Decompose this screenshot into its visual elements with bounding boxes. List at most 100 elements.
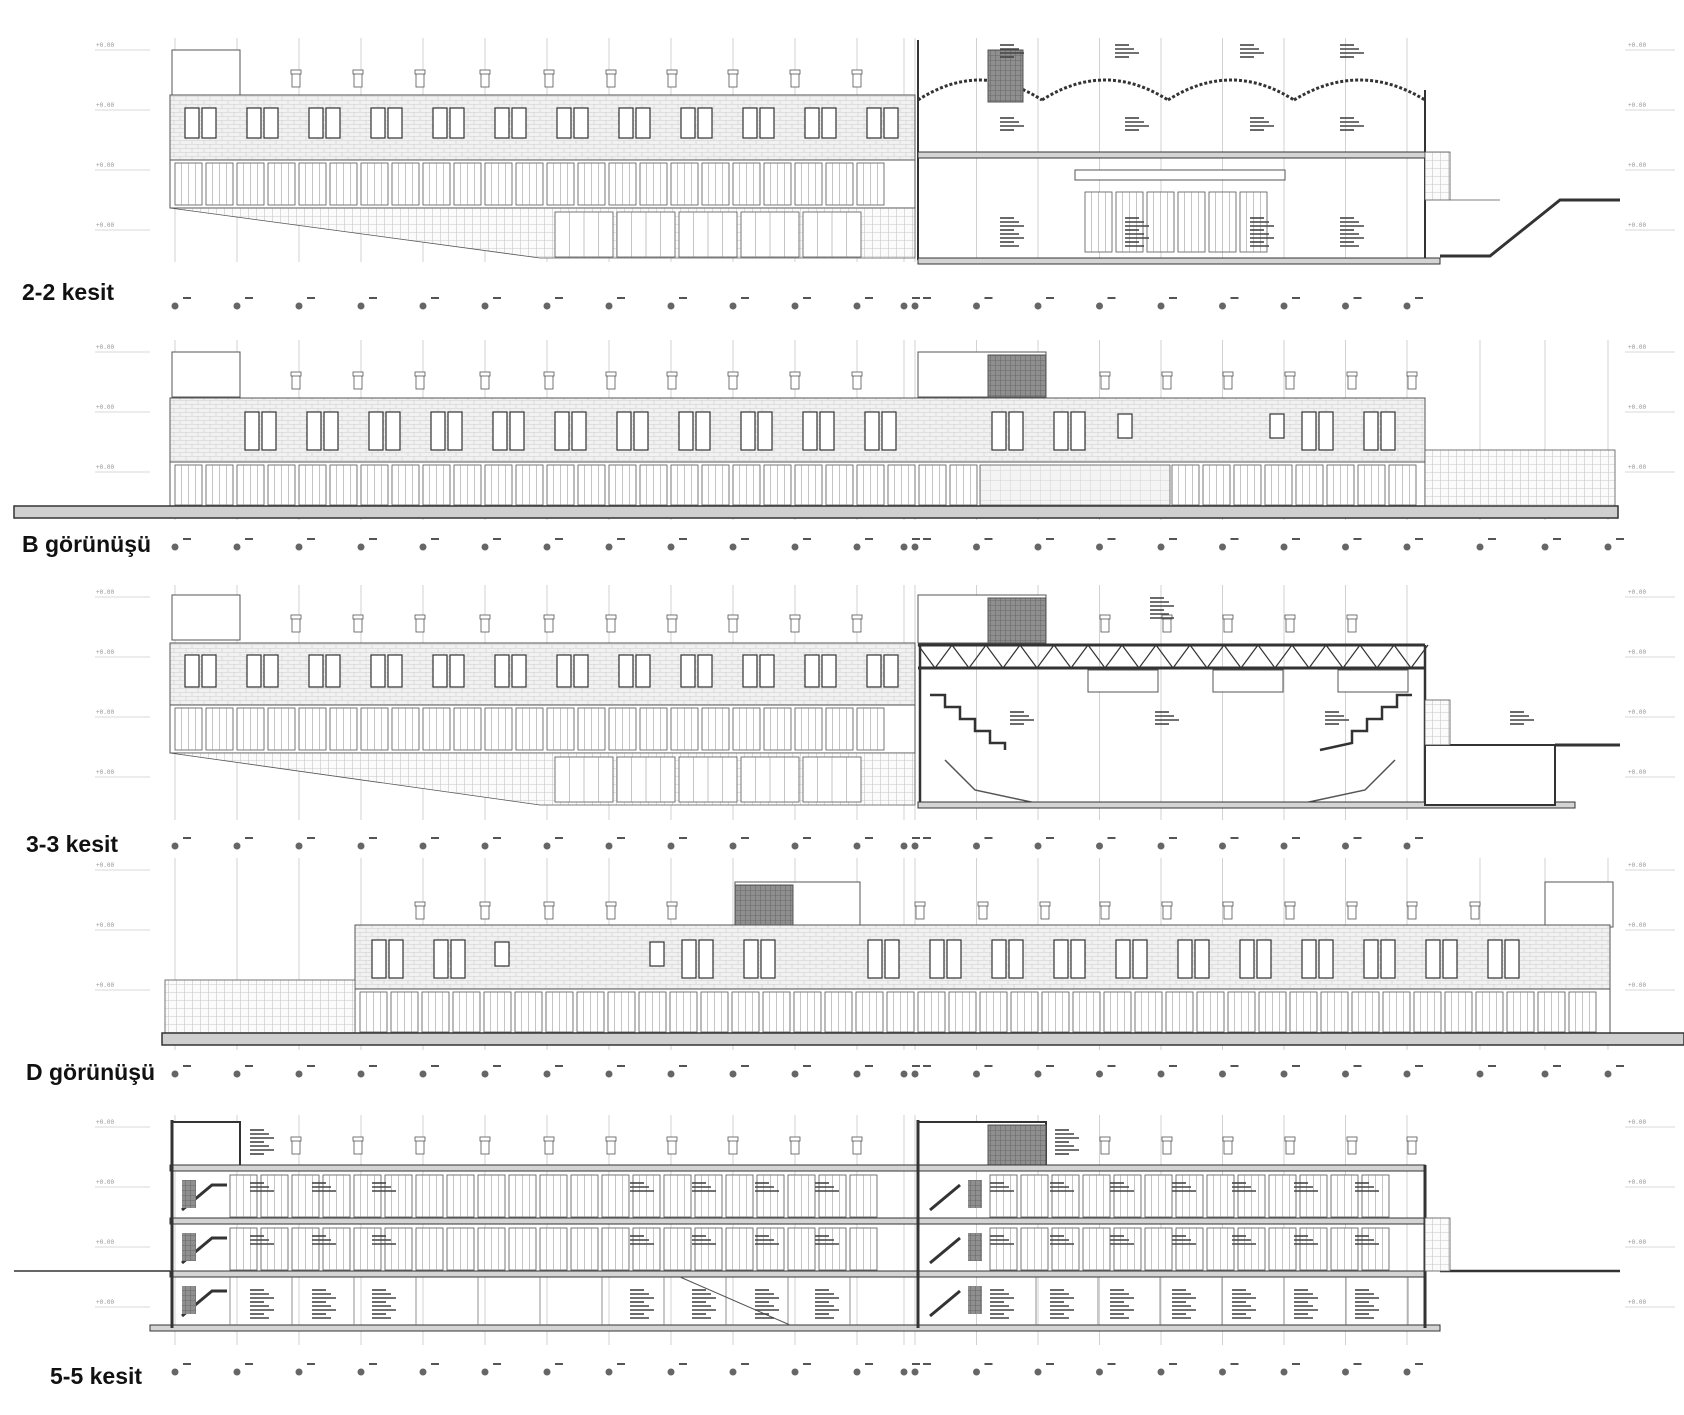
- upper-window: [866, 107, 882, 139]
- ground-slab: [917, 801, 1576, 809]
- roof-vent-cap: [479, 614, 491, 620]
- roof-vent: [728, 374, 738, 390]
- upper-window: [1487, 939, 1503, 979]
- level-mark-right: +0.00: [1628, 589, 1646, 596]
- upper-window: [554, 411, 570, 451]
- truss-web: [1002, 644, 1021, 669]
- grid-axis-bubble: [853, 543, 861, 551]
- upper-window: [370, 107, 386, 139]
- upper-window: [681, 939, 697, 979]
- grid-axis-bubble: [233, 302, 241, 310]
- roof-vent: [544, 617, 554, 633]
- truss-web: [1342, 644, 1361, 669]
- annex-room: [1424, 744, 1556, 806]
- roof-vent: [606, 617, 616, 633]
- stair-landing: [968, 1286, 982, 1314]
- roof-vent: [291, 1139, 301, 1155]
- floor-slab: [169, 1164, 1426, 1172]
- grid-axis-bubble: [1476, 543, 1484, 551]
- grid-axis-bubble: [295, 842, 303, 850]
- stair-flight: [929, 1236, 961, 1265]
- upper-window: [697, 654, 713, 688]
- roof-vent-cap: [605, 614, 617, 620]
- level-mark-left: +0.00: [96, 709, 114, 716]
- level-mark-right: +0.00: [1628, 1179, 1646, 1186]
- roof-vent: [415, 617, 425, 633]
- upper-window: [184, 107, 200, 139]
- grid-axis-bubble: [233, 842, 241, 850]
- roof-vent: [544, 72, 554, 88]
- truss-web: [1223, 644, 1242, 669]
- roof-vault: [1041, 78, 1169, 102]
- roof-vent-cap: [543, 1136, 555, 1142]
- grid-axis-bubble: [1403, 543, 1411, 551]
- terrace-rail: [1424, 1217, 1451, 1272]
- roof-vent-cap: [1161, 614, 1173, 620]
- upper-window: [1425, 939, 1441, 979]
- roof-vent-cap: [1406, 901, 1418, 907]
- roof-vent-cap: [414, 901, 426, 907]
- roof-vent: [852, 617, 862, 633]
- upper-window: [308, 107, 324, 139]
- roof-vent: [606, 72, 616, 88]
- upper-window: [494, 107, 510, 139]
- grid-axis-bubble: [900, 302, 908, 310]
- roof-vent: [353, 1139, 363, 1155]
- roof-vent: [606, 374, 616, 390]
- small-window: [649, 941, 665, 967]
- roof-vent-cap: [1346, 1136, 1358, 1142]
- level-mark-right: +0.00: [1628, 649, 1646, 656]
- level-mark-right: +0.00: [1628, 162, 1646, 169]
- upper-window: [759, 654, 775, 688]
- floor-slab: [169, 1217, 1426, 1225]
- roof-vent-cap: [727, 69, 739, 75]
- upper-window: [511, 654, 527, 688]
- truss-web: [1019, 644, 1038, 669]
- truss-web: [985, 644, 1004, 669]
- grid-axis-bubble: [1219, 302, 1226, 310]
- grid-axis-bubble: [605, 302, 613, 310]
- stair-tower: [171, 1121, 241, 1168]
- grid-axis-bubble: [1280, 842, 1288, 850]
- upper-window: [819, 411, 835, 451]
- stair-flight: [929, 1289, 961, 1318]
- grid-axis-bubble: [791, 1070, 799, 1078]
- upper-window: [306, 411, 322, 451]
- roof-vent-cap: [1346, 371, 1358, 377]
- upper-window: [742, 107, 758, 139]
- roof-vent: [1407, 1139, 1417, 1155]
- upper-window: [492, 411, 508, 451]
- level-mark-right: +0.00: [1628, 222, 1646, 229]
- roof-vent-cap: [666, 1136, 678, 1142]
- roof-vent: [1285, 904, 1295, 920]
- grid-axis-bubble: [667, 842, 675, 850]
- level-mark-left: +0.00: [96, 1179, 114, 1186]
- grid-axis-bubble: [729, 1368, 737, 1376]
- roof-vent: [852, 1139, 862, 1155]
- roof-vent: [480, 72, 490, 88]
- roof-vent: [1407, 374, 1417, 390]
- truss-web: [1206, 644, 1225, 669]
- skylight-panel: [734, 884, 794, 928]
- roof-vent: [1100, 904, 1110, 920]
- upper-window: [1177, 939, 1193, 979]
- level-mark-right: +0.00: [1628, 102, 1646, 109]
- level-mark-right: +0.00: [1628, 42, 1646, 49]
- roof-vent-cap: [1099, 614, 1111, 620]
- grid-axis-bubble: [171, 1368, 179, 1376]
- roof-vent: [1347, 374, 1357, 390]
- roof-vent: [1162, 374, 1172, 390]
- upper-window: [742, 654, 758, 688]
- roof-vent: [1470, 904, 1480, 920]
- level-mark-right: +0.00: [1628, 982, 1646, 989]
- roof-vent-cap: [727, 1136, 739, 1142]
- roof-vent: [544, 904, 554, 920]
- grid-axis-bubble: [357, 842, 365, 850]
- roof-vent-cap: [414, 371, 426, 377]
- truss-web: [1274, 644, 1293, 669]
- grid-axis-bubble: [605, 1368, 613, 1376]
- grid-axis-bubble: [1157, 1070, 1165, 1078]
- roof-vent: [852, 72, 862, 88]
- stair-tower: [171, 351, 241, 398]
